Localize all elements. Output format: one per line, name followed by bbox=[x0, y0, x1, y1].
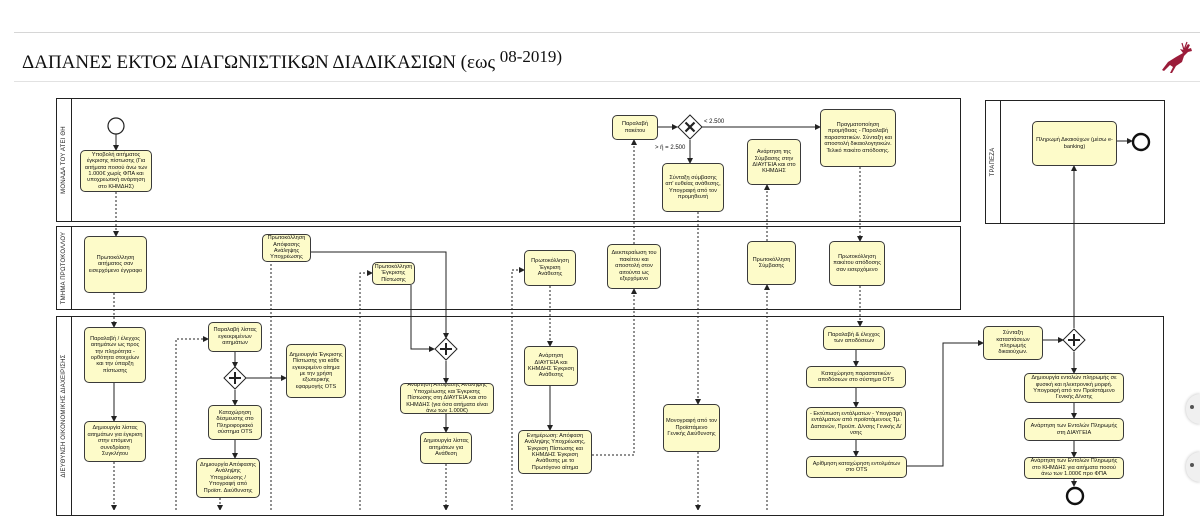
page-title-date: 08-2019) bbox=[499, 47, 563, 66]
condition-lt-2500: < 2.500 bbox=[704, 119, 725, 125]
task-procurement-delivery[interactable]: Πραγματοποίηση προμήθειας - Παραλαβή παρ… bbox=[820, 109, 896, 167]
task-update-original-request[interactable]: Ενημέρωση: Απόφαση Ανάληψης Υποχρέωσης, … bbox=[518, 430, 592, 474]
task-register-credit-approval[interactable]: Πρωτοκόλληση Έγκρισης Πίστωσης bbox=[372, 262, 415, 285]
task-record-invoices-ots[interactable]: Καταχώρηση παραστατικών αποδόσεων στο σύ… bbox=[806, 366, 906, 388]
lane-protokollo-label: ΤΜΗΜΑ ΠΡΩΤΟΚΟΛΛΟΥ bbox=[57, 227, 72, 309]
dot-icon bbox=[1190, 463, 1194, 467]
title-bar: ΔΑΠΑΝΕΣ ΕΚΤΟΣ ΔΙΑΓΩΝΙΣΤΙΚΩΝ ΔΙΑΔΙΚΑΣΙΩΝ … bbox=[14, 32, 1200, 82]
task-register-delivery-package[interactable]: Πρωτοκόλληση πακέτου απόδοσης σαν εισερχ… bbox=[829, 241, 885, 286]
task-create-payment-orders[interactable]: Δημιουργία εντολών πληρωμής σε φυσική κα… bbox=[1024, 373, 1124, 403]
task-dispatch-package[interactable]: Διεκπεραίωση του πακέτου και αποστολή στ… bbox=[607, 244, 661, 289]
task-publish-diavgeia-kimdis[interactable]: Ανάρτηση Απόφασης Ανάληψης Υποχρέωσης κα… bbox=[400, 383, 494, 414]
end-event-icon bbox=[1065, 486, 1085, 506]
task-publish-payment-orders[interactable]: Ανάρτηση των Εντολών Πληρωμής στη ΔΙΑΥΓΕ… bbox=[1024, 418, 1124, 441]
scroll-right-button[interactable] bbox=[1186, 394, 1200, 424]
task-receive-approved-list[interactable]: Παραλαβή λίστας εγκεκριμένων αιτημάτων bbox=[208, 322, 262, 352]
task-register-request[interactable]: Πρωτοκόλληση αιτήματος σαν εισερχόμενο έ… bbox=[84, 236, 147, 293]
task-submit-request[interactable]: Υποβολή αιτήματος έγκρισης πίστωσης (Για… bbox=[80, 150, 152, 192]
task-create-assignment-list[interactable]: Δημιουργία λίστας αιτημάτων για Ανάθεση bbox=[420, 432, 472, 464]
parallel-gateway-icon bbox=[1062, 328, 1086, 352]
lane-mona-label: ΜΟΝΑΔΑ ΤΟΥ ΑΤΕΙ ΘΗ bbox=[57, 99, 72, 221]
condition-gte-2500: > ή = 2.500 bbox=[655, 145, 686, 151]
task-register-contract[interactable]: Πρωτοκόλληση Σύμβασης bbox=[747, 241, 796, 285]
task-create-obligation-decision[interactable]: Δημιουργία Απόφασης Ανάληψης Υποχρέωσης … bbox=[196, 458, 260, 498]
task-draft-contract[interactable]: Σύνταξη σύμβασης απ' ευθείας ανάθεσης, Υ… bbox=[662, 163, 724, 212]
task-publish-assignment[interactable]: Ανάρτηση ΔΙΑΥΓΕΙΑ και ΚΗΜΔΗΣ Έγκριση Ανά… bbox=[524, 346, 578, 386]
lane-mona: ΜΟΝΑΔΑ ΤΟΥ ΑΤΕΙ ΘΗ bbox=[56, 98, 961, 222]
lane-oikonomiki-label: ΔΙΕΥΘΥΝΣΗ ΟΙΚΟΝΟΜΙΚΗΣ ΔΙΑΧΕΙΡΙΣΗΣ bbox=[57, 317, 72, 515]
task-check-requests[interactable]: Παραλαβή / έλεγχος αιτημάτων ως προς την… bbox=[84, 327, 146, 383]
task-commitment-ots[interactable]: Καταχώρηση δέσμευσης στο Πληροφοριακό σύ… bbox=[208, 405, 262, 440]
task-number-warrants-ots[interactable]: Αρίθμηση καταχώρηση εντολμάτων στο OTS bbox=[806, 456, 907, 478]
task-create-list-senate[interactable]: Δημιουργία λίστας αιτημάτων για έγκριση … bbox=[84, 421, 146, 462]
task-publish-payment-kimdis[interactable]: Ανάρτηση των Εντολών Πληρωμής στο ΚΗΜΔΗΣ… bbox=[1024, 457, 1124, 479]
task-receive-package[interactable]: Παραλαβή πακέτου bbox=[612, 115, 658, 140]
lane-protokollo: ΤΜΗΜΑ ΠΡΩΤΟΚΟΛΛΟΥ bbox=[56, 226, 961, 310]
page-title: ΔΑΠΑΝΕΣ ΕΚΤΟΣ ΔΙΑΓΩΝΙΣΤΙΚΩΝ ΔΙΑΔΙΚΑΣΙΩΝ … bbox=[22, 47, 562, 74]
task-publish-contract[interactable]: Ανάρτηση της Σύμβασης στην ΔΙΑΥΓΕΙΑ και … bbox=[747, 139, 801, 185]
end-event-icon bbox=[1131, 132, 1151, 152]
task-initial-by-director[interactable]: Μονογραφή από τον Προϊστάμενο Γενικής Δι… bbox=[663, 404, 720, 452]
parallel-gateway-icon bbox=[223, 366, 247, 390]
task-register-assignment[interactable]: Πρωτοκόλληση Έγκριση Ανάθεσης bbox=[524, 250, 576, 286]
task-check-deliveries[interactable]: Παραλαβή & έλεγχος των αποδόσεων bbox=[823, 326, 885, 350]
page-title-text: ΔΑΠΑΝΕΣ ΕΚΤΟΣ ΔΙΑΓΩΝΙΣΤΙΚΩΝ ΔΙΑΔΙΚΑΣΙΩΝ … bbox=[22, 52, 495, 73]
scroll-right-button[interactable] bbox=[1186, 452, 1200, 482]
start-event-icon bbox=[107, 117, 125, 135]
task-print-sign-warrants[interactable]: - Εκτύπωση εντάλματων - Υπογραφή εντάλμα… bbox=[806, 407, 906, 440]
lane-trapeza: ΤΡΑΠΕΖΑ bbox=[985, 100, 1165, 224]
lane-trapeza-label: ΤΡΑΠΕΖΑ bbox=[986, 101, 1001, 223]
dot-icon bbox=[1190, 405, 1194, 409]
task-register-obligation[interactable]: Πρωτοκόλληση Απόφασης Ανάληψης Υποχρέωση… bbox=[262, 234, 311, 262]
task-create-credit-approval[interactable]: Δημιουργία Έγκρισης Πίστωσης για κάθε εγ… bbox=[286, 344, 346, 398]
task-payment-lists[interactable]: Σύνταξη καταστάσεων πληρωμής δικαιούχων. bbox=[983, 326, 1043, 360]
task-pay-beneficiaries[interactable]: Πληρωμή Δικαιούχων (μέσω e-banking) bbox=[1032, 121, 1117, 166]
deer-logo-icon bbox=[1162, 41, 1192, 73]
exclusive-gateway-icon bbox=[677, 114, 703, 140]
parallel-gateway-icon bbox=[434, 337, 458, 361]
